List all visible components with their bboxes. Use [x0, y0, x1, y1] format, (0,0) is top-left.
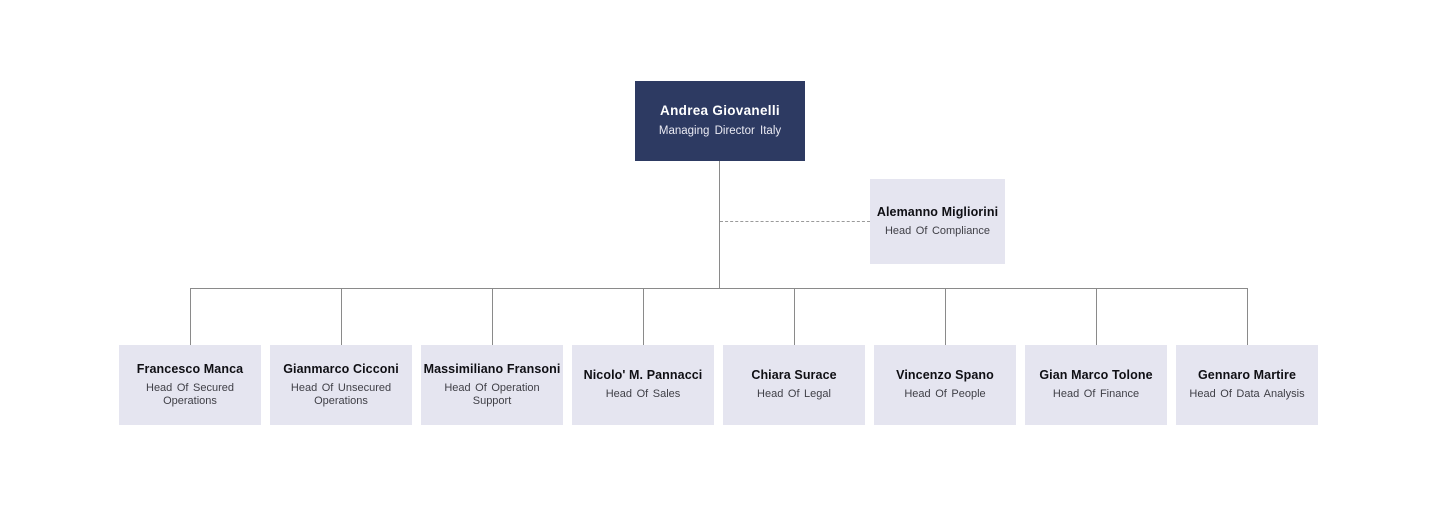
person-title: Head Of People [904, 388, 986, 401]
connector-stub-6 [945, 288, 946, 345]
person-title: Head Of Sales [605, 388, 681, 401]
connector-stub-3 [492, 288, 493, 345]
org-node-report[interactable]: Vincenzo Spano Head Of People [874, 345, 1016, 425]
person-name: Nicolo' M. Pannacci [583, 368, 703, 383]
person-name: Gian Marco Tolone [1039, 368, 1153, 383]
org-node-report[interactable]: Gian Marco Tolone Head Of Finance [1025, 345, 1167, 425]
connector-root-drop [719, 161, 720, 288]
person-title: Head Of Operation Support [444, 381, 540, 407]
reports-row: Francesco Manca Head Of Secured Operatio… [119, 345, 1318, 425]
org-node-report[interactable]: Gianmarco Cicconi Head Of Unsecured Oper… [270, 345, 412, 425]
person-title: Managing Director Italy [658, 125, 782, 138]
org-node-report[interactable]: Massimiliano Fransoni Head Of Operation … [421, 345, 563, 425]
connector-stub-1 [190, 288, 191, 345]
connector-dashed-staff [720, 221, 870, 222]
person-name: Chiara Surace [751, 368, 837, 383]
person-title: Head Of Legal [757, 388, 831, 401]
person-name: Vincenzo Spano [896, 368, 994, 383]
person-title: Head Of Unsecured Operations [290, 381, 392, 407]
person-title: Head Of Finance [1052, 388, 1140, 401]
connector-stub-7 [1096, 288, 1097, 345]
org-node-report[interactable]: Chiara Surace Head Of Legal [723, 345, 865, 425]
connector-stub-5 [794, 288, 795, 345]
person-name: Andrea Giovanelli [660, 103, 780, 118]
org-node-root[interactable]: Andrea Giovanelli Managing Director Ital… [635, 81, 805, 161]
org-node-report[interactable]: Francesco Manca Head Of Secured Operatio… [119, 345, 261, 425]
person-name: Francesco Manca [136, 361, 244, 376]
org-node-report[interactable]: Gennaro Martire Head Of Data Analysis [1176, 345, 1318, 425]
org-node-report[interactable]: Nicolo' M. Pannacci Head Of Sales [572, 345, 714, 425]
person-title: Head Of Compliance [884, 224, 991, 237]
person-name: Gianmarco Cicconi [283, 361, 399, 376]
org-node-staff[interactable]: Alemanno Migliorini Head Of Compliance [870, 179, 1005, 264]
person-title: Head Of Data Analysis [1189, 388, 1305, 401]
person-name: Massimiliano Fransoni [423, 361, 561, 376]
person-title: Head Of Secured Operations [146, 381, 234, 407]
connector-stub-8 [1247, 288, 1248, 345]
person-name: Alemanno Migliorini [876, 204, 999, 219]
connector-stub-4 [643, 288, 644, 345]
connector-horizontal-rail [190, 288, 1248, 289]
connector-stub-2 [341, 288, 342, 345]
person-name: Gennaro Martire [1197, 368, 1297, 383]
